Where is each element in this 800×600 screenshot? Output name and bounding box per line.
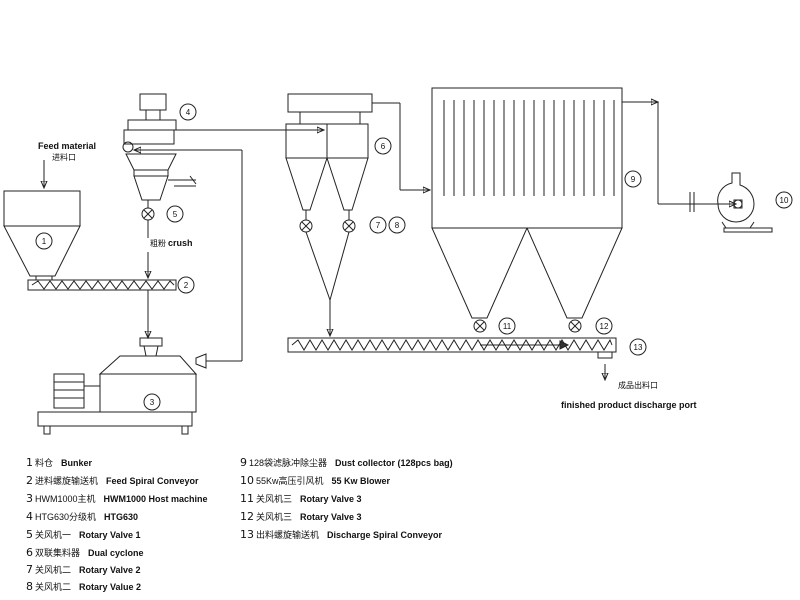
svg-text:5: 5 — [173, 210, 178, 219]
svg-text:10: 10 — [780, 196, 789, 205]
callout-13: 13 — [629, 338, 647, 356]
crush-cn-label: 粗粉 — [150, 238, 166, 248]
svg-text:8: 8 — [395, 221, 400, 230]
classifier-htg630 — [122, 93, 324, 238]
callout-1: 1 — [35, 232, 53, 250]
discharge-cn-label: 成品出料口 — [618, 380, 658, 390]
feed-inlet-cn-label: 进料口 — [52, 152, 76, 162]
discharge-label: finished product discharge port — [561, 400, 697, 410]
callout-10: 10 — [775, 191, 793, 209]
svg-text:6: 6 — [381, 142, 386, 151]
callout-9: 9 — [624, 170, 642, 188]
crush-label: crush — [168, 238, 193, 248]
svg-text:1: 1 — [42, 237, 47, 246]
feed-material-label: Feed material — [38, 141, 96, 151]
callout-2: 2 — [177, 276, 195, 294]
svg-text:3: 3 — [150, 398, 155, 407]
discharge-spiral-conveyor — [287, 337, 617, 380]
callout-8: 8 — [388, 216, 406, 234]
callout-11: 11 — [498, 317, 516, 335]
svg-text:12: 12 — [600, 322, 609, 331]
callout-4: 4 — [179, 103, 197, 121]
host-machine-hwm1000 — [37, 150, 243, 435]
callout-6: 6 — [374, 137, 392, 155]
svg-text:4: 4 — [186, 108, 191, 117]
svg-text:11: 11 — [503, 322, 512, 331]
svg-text:7: 7 — [376, 221, 381, 230]
dual-cyclone — [285, 93, 430, 336]
blower — [717, 172, 773, 233]
bunker — [3, 160, 81, 281]
svg-text:9: 9 — [631, 175, 636, 184]
callout-5: 5 — [166, 205, 184, 223]
callout-12: 12 — [595, 317, 613, 335]
svg-text:13: 13 — [634, 343, 643, 352]
feed-spiral-conveyor — [27, 252, 177, 338]
callout-7: 7 — [369, 216, 387, 234]
dust-collector — [431, 87, 736, 333]
callout-3: 3 — [143, 393, 161, 411]
svg-text:2: 2 — [184, 281, 189, 290]
